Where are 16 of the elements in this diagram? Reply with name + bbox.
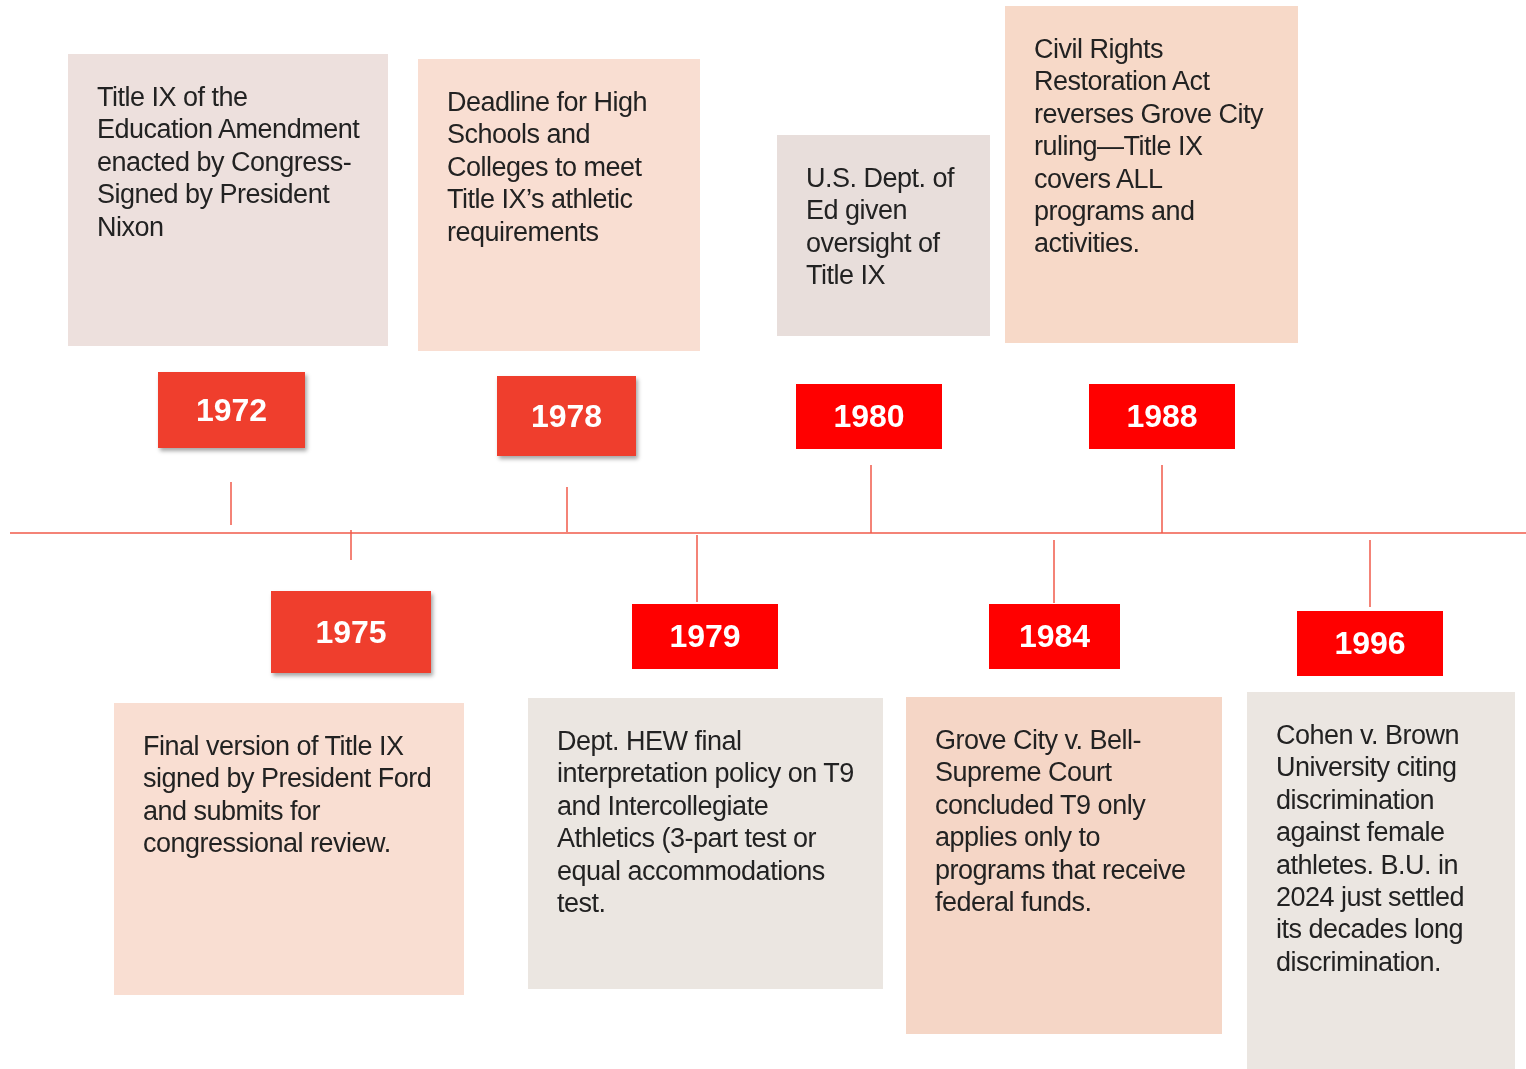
year-label: 1975 <box>271 591 431 673</box>
event-description: Grove City v. Bell-Supreme Court concluded T9 only applies only to programs that receive federal funds. <box>906 697 1222 1034</box>
event-description: Deadline for High Schools and Colleges to meet Title IX’s athletic requirements <box>418 59 700 351</box>
event-description: U.S. Dept. of Ed given oversight of Title IX <box>777 135 990 336</box>
event-description: Cohen v. Brown University citing discrimination against female athletes. B.U. in 2024 just settled its decades long discrimination. <box>1247 692 1515 1069</box>
year-label: 1978 <box>497 376 636 456</box>
event-description: Final version of Title IX signed by President Ford and submits for congressional review. <box>114 703 464 995</box>
event-description: Civil Rights Restoration Act reverses Grove City ruling—Title IX covers ALL programs and activities. <box>1005 6 1298 343</box>
event-description: Dept. HEW final interpretation policy on T9 and Intercollegiate Athletics (3-part test or equal accommodations test. <box>528 698 883 989</box>
year-label: 1996 <box>1297 611 1443 676</box>
year-label: 1984 <box>989 604 1120 669</box>
event-description: Title IX of the Education Amendment enacted by Congress-Signed by President Nixon <box>68 54 388 346</box>
year-label: 1988 <box>1089 384 1235 449</box>
year-label: 1980 <box>796 384 942 449</box>
year-label: 1972 <box>158 372 305 448</box>
year-label: 1979 <box>632 604 778 669</box>
